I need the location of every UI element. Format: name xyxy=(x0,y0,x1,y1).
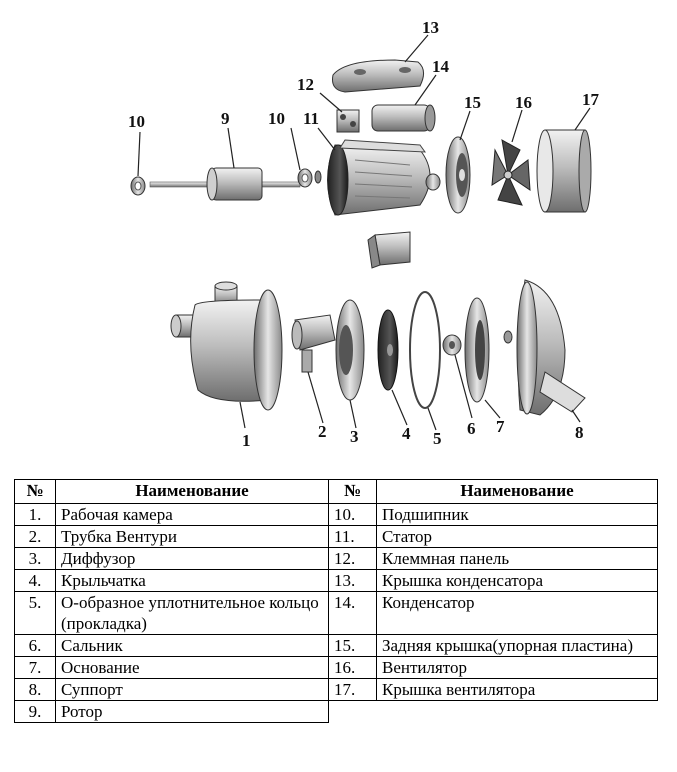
table-row: 5. О-образное уплотнительное кольцо (про… xyxy=(14,591,658,635)
part-name: Клеммная панель xyxy=(376,547,658,570)
part-name: Рабочая камера xyxy=(55,503,329,526)
callout-7: 7 xyxy=(496,417,505,436)
part-number: 3. xyxy=(14,547,56,570)
parts-table: № Наименование № Наименование 1. Рабочая… xyxy=(14,479,658,723)
callout-13: 13 xyxy=(422,18,439,37)
callout-1: 1 xyxy=(242,431,251,450)
part-name: Статор xyxy=(376,525,658,548)
callout-5: 5 xyxy=(433,429,442,448)
part-number: 16. xyxy=(328,656,377,679)
part-15-rear-cover xyxy=(445,136,471,214)
part-10-bearing-left xyxy=(130,176,146,196)
part-13-capacitor-cover xyxy=(332,59,424,93)
part-number: 9. xyxy=(14,700,56,723)
callout-14: 14 xyxy=(432,57,450,76)
callout-12: 12 xyxy=(297,75,314,94)
table-row: 7. Основание 16. Вентилятор xyxy=(14,656,658,679)
part-number: 13. xyxy=(328,569,377,592)
table-row: 8. Суппорт 17. Крышка вентилятора xyxy=(14,678,658,701)
part-name: Крышка вентилятора xyxy=(376,678,658,701)
callout-10-right: 10 xyxy=(268,109,285,128)
callout-8: 8 xyxy=(575,423,584,442)
part-name: Суппорт xyxy=(55,678,329,701)
empty-cell xyxy=(328,700,658,723)
part-name: Задняя крышка(упорная пластина) xyxy=(376,634,658,657)
header-name-left: Наименование xyxy=(55,479,329,504)
part-number: 17. xyxy=(328,678,377,701)
part-number: 1. xyxy=(14,503,56,526)
part-number: 8. xyxy=(14,678,56,701)
header-name-right: Наименование xyxy=(376,479,658,504)
callout-6: 6 xyxy=(467,419,476,438)
header-num-right: № xyxy=(328,479,377,504)
callout-3: 3 xyxy=(350,427,359,446)
table-row: 3. Диффузор 12. Клеммная панель xyxy=(14,547,658,570)
part-14-capacitor xyxy=(371,104,436,132)
leader-lines xyxy=(137,34,591,431)
part-16-fan xyxy=(491,139,531,206)
part-10-bearing-right xyxy=(297,168,322,188)
part-name: Крышка конденсатора xyxy=(376,569,658,592)
part-1-pump-chamber xyxy=(170,281,283,411)
callout-17: 17 xyxy=(582,90,600,109)
table-row: 1. Рабочая камера 10. Подшипник xyxy=(14,503,658,526)
shaft-seal-small xyxy=(425,173,441,191)
table-row: 2. Трубка Вентури 11. Статор xyxy=(14,525,658,548)
part-12-terminal-panel xyxy=(336,109,360,133)
part-7-base xyxy=(464,297,490,403)
part-name: Диффузор xyxy=(55,547,329,570)
small-shaft-piece xyxy=(503,330,513,344)
part-8-support xyxy=(516,279,586,416)
table-row: 9. Ротор xyxy=(14,700,658,723)
part-9-rotor xyxy=(149,167,301,201)
part-number: 4. xyxy=(14,569,56,592)
part-number: 6. xyxy=(14,634,56,657)
table-row: 6. Сальник 15. Задняя крышка(упорная пла… xyxy=(14,634,658,657)
part-number: 11. xyxy=(328,525,377,548)
exploded-pump-diagram: 1 2 3 4 5 6 7 8 9 10 10 11 12 13 14 15 1… xyxy=(128,18,600,450)
table-header-row: № Наименование № Наименование xyxy=(14,479,658,504)
part-number: 12. xyxy=(328,547,377,570)
callout-9: 9 xyxy=(221,109,230,128)
part-name: Подшипник xyxy=(376,503,658,526)
part-number: 10. xyxy=(328,503,377,526)
callout-15: 15 xyxy=(464,93,481,112)
part-2-venturi-tube xyxy=(291,314,336,373)
part-5-o-ring xyxy=(409,291,441,409)
part-11-stator xyxy=(327,139,431,216)
part-3-diffuser xyxy=(335,299,365,401)
part-17-fan-cover xyxy=(536,129,592,213)
part-number: 7. xyxy=(14,656,56,679)
part-name: Сальник xyxy=(55,634,329,657)
part-number: 15. xyxy=(328,634,377,657)
part-number: 5. xyxy=(14,591,56,635)
part-4-impeller xyxy=(377,309,399,391)
callout-11: 11 xyxy=(303,109,319,128)
part-name: Крыльчатка xyxy=(55,569,329,592)
callout-2: 2 xyxy=(318,422,327,441)
part-name: Вентилятор xyxy=(376,656,658,679)
part-name: Трубка Вентури xyxy=(55,525,329,548)
callout-16: 16 xyxy=(515,93,532,112)
table-row: 4. Крыльчатка 13. Крышка конденсатора xyxy=(14,569,658,592)
part-6-seal xyxy=(442,334,462,356)
part-name: Основание xyxy=(55,656,329,679)
part-name: Конденсатор xyxy=(376,591,658,635)
part-number: 14. xyxy=(328,591,377,635)
part-name: Ротор xyxy=(55,700,329,723)
part-number: 2. xyxy=(14,525,56,548)
callout-4: 4 xyxy=(402,424,411,443)
header-num-left: № xyxy=(14,479,56,504)
part-name: О-образное уплотнительное кольцо (прокла… xyxy=(55,591,329,635)
motor-base-plate xyxy=(367,231,411,269)
callout-10-left: 10 xyxy=(128,112,145,131)
